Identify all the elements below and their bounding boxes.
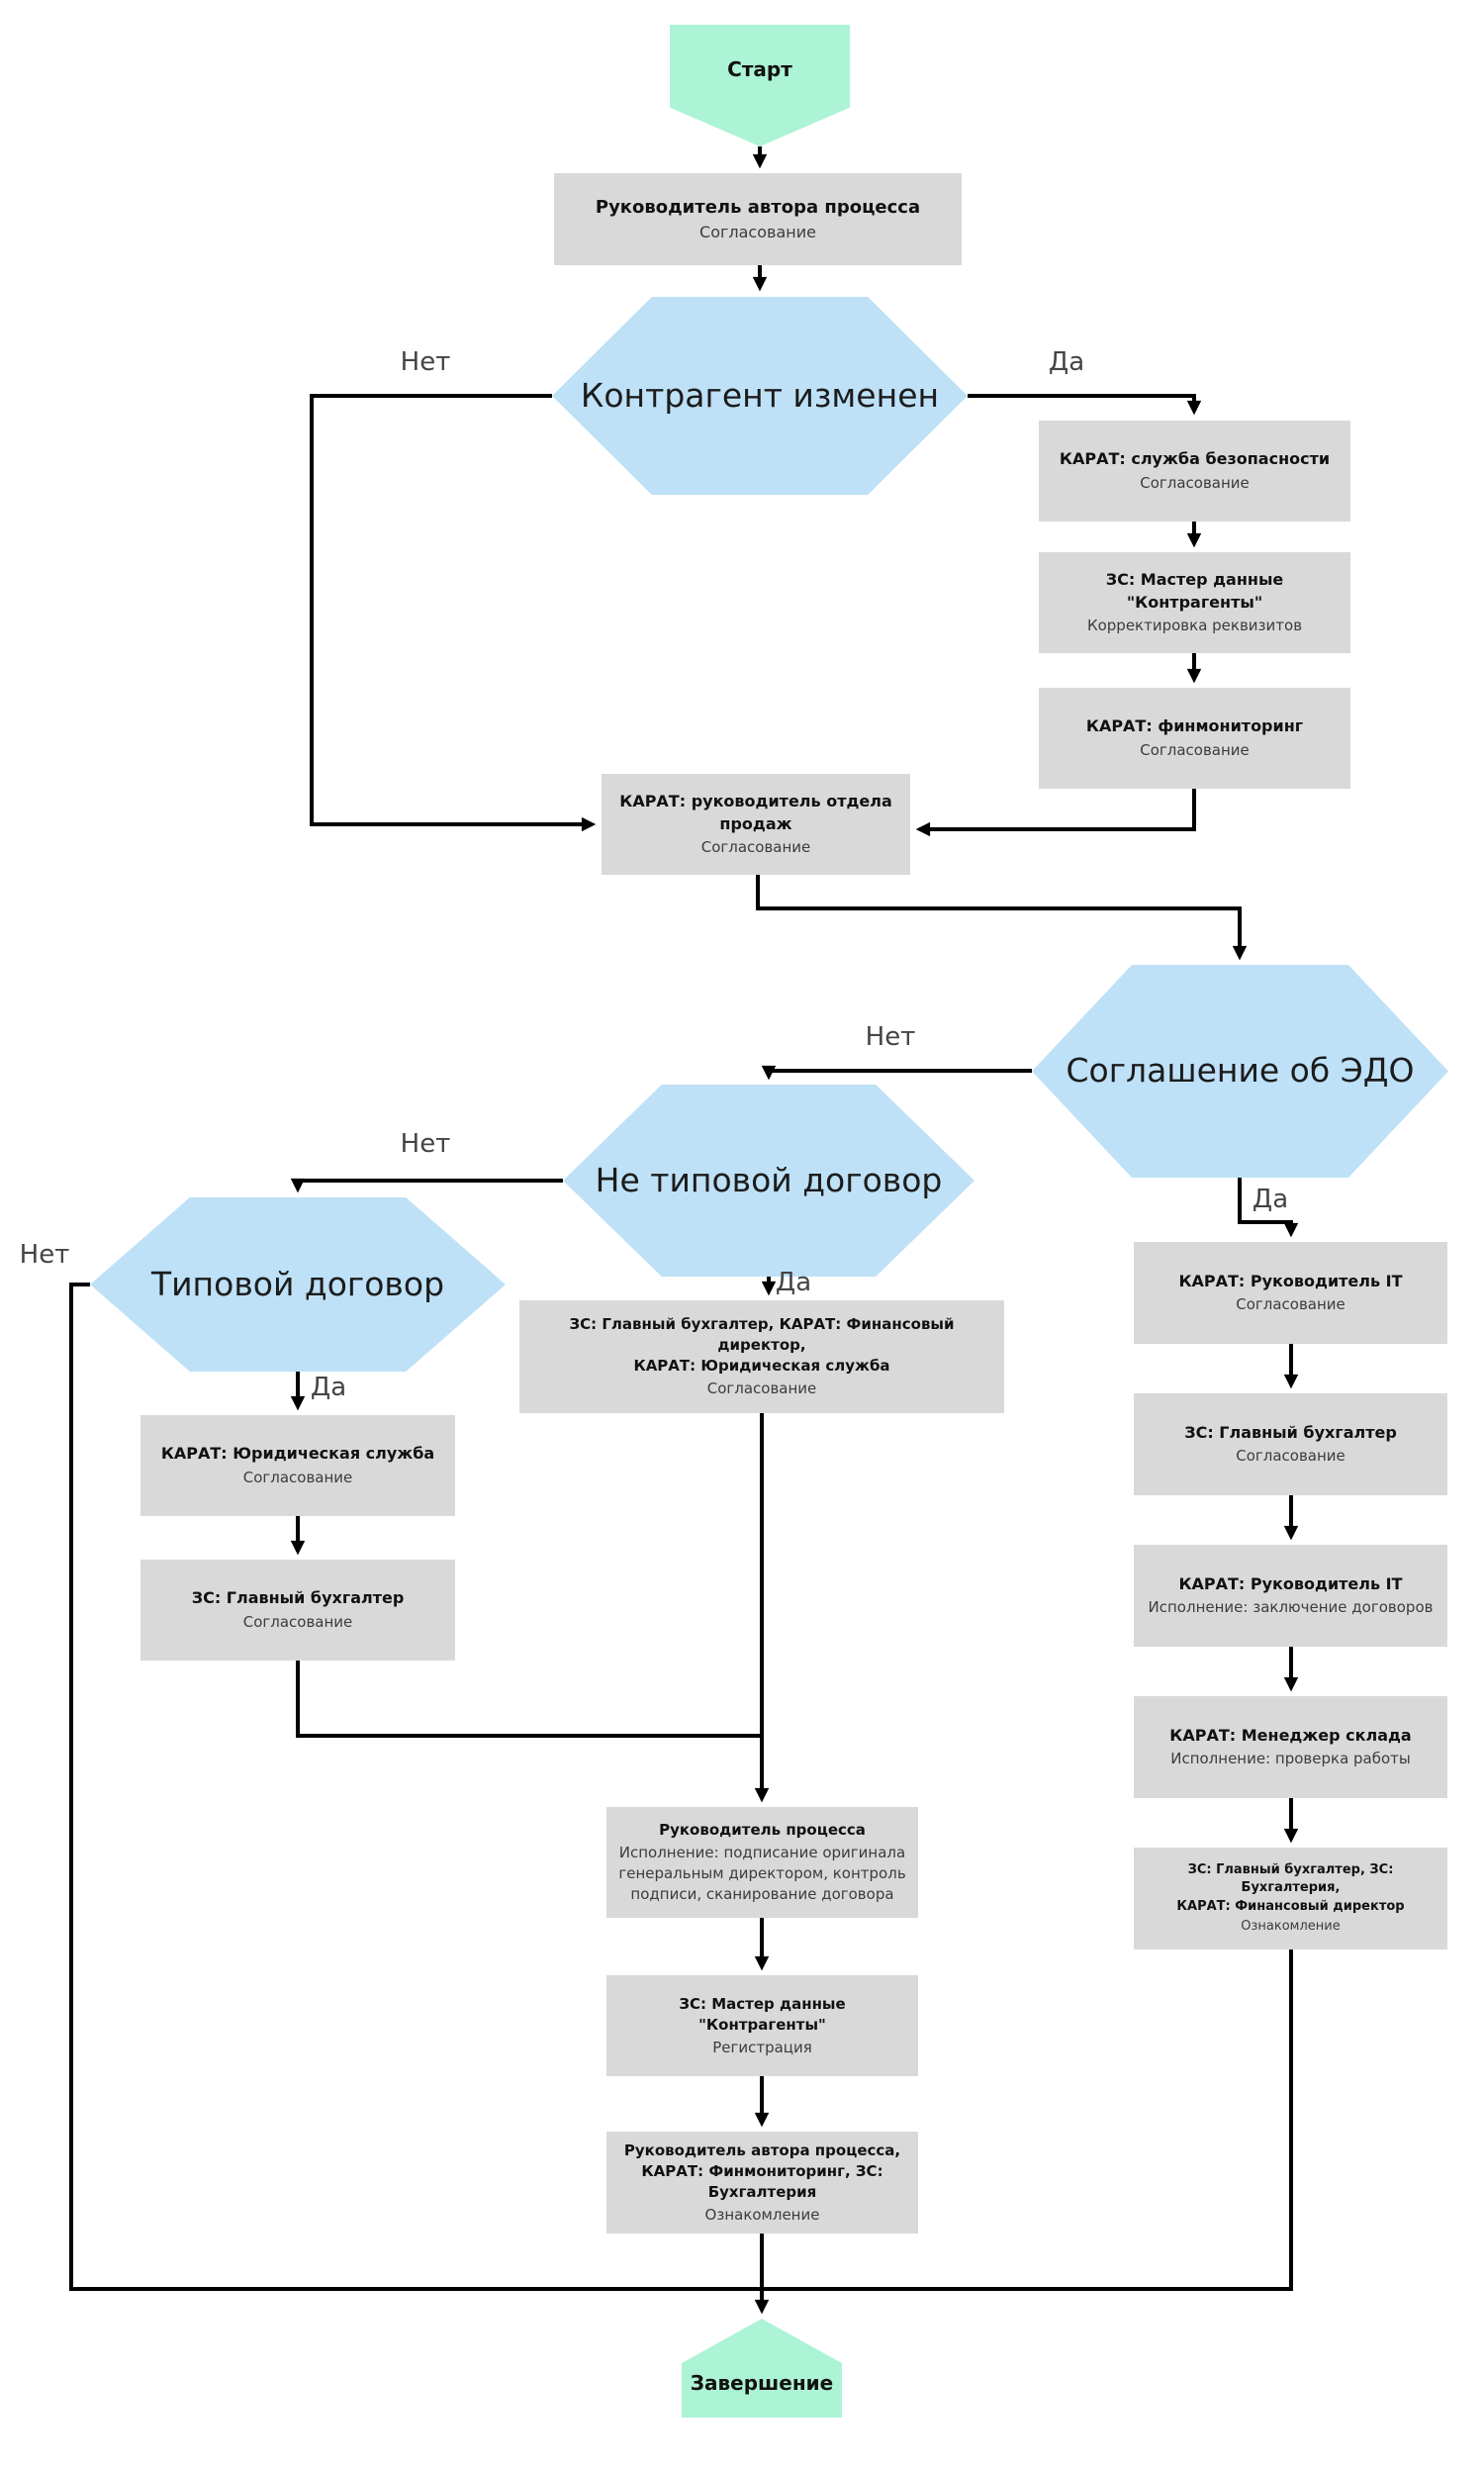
- node-title: ЗС: Главный бухгалтер: [1184, 1422, 1397, 1442]
- edge-sales-head-to-edo: [756, 875, 1248, 961]
- edge-label-contragent-no: Нет: [400, 347, 451, 377]
- node-subtitle: Ознакомление: [1241, 1918, 1341, 1934]
- node-it-head-approval[interactable]: КАРАТ: Руководитель IT Согласование: [1134, 1242, 1447, 1344]
- edge-non-typical-no-to-typical: [290, 1178, 563, 1193]
- node-subtitle: Согласование: [242, 1468, 353, 1486]
- node-acquaintance-right[interactable]: ЗС: Главный бухгалтер, ЗС: Бухгалтерия, …: [1134, 1848, 1447, 1950]
- decision-label: Соглашение об ЭДО: [1066, 1051, 1415, 1091]
- node-process-head[interactable]: Руководитель процесса Исполнение: подпис…: [606, 1807, 918, 1918]
- node-joint-approval[interactable]: ЗС: Главный бухгалтер, КАРАТ: Финансовый…: [519, 1300, 1004, 1413]
- start-label: Старт: [727, 56, 792, 81]
- node-subtitle: Ознакомление: [704, 2205, 820, 2224]
- node-subtitle: Регистрация: [712, 2038, 812, 2056]
- edge-contragent-no-to-sales-head: [310, 394, 597, 832]
- decision-label: Типовой договор: [150, 1264, 445, 1303]
- decision-label: Не типовой договор: [595, 1160, 943, 1199]
- node-decision-non-typical[interactable]: Не типовой договор: [563, 1085, 974, 1277]
- node-title: КАРАТ: финмониторинг: [1085, 716, 1304, 736]
- edge-label-typical-yes: Да: [310, 1373, 347, 1402]
- node-subtitle: Исполнение: проверка работы: [1170, 1750, 1411, 1768]
- node-subtitle: Согласование: [700, 837, 811, 856]
- node-title: КАРАТ: Руководитель IT: [1178, 1573, 1403, 1593]
- node-title: КАРАТ: Руководитель IT: [1178, 1271, 1403, 1290]
- node-acquaintance-center[interactable]: Руководитель автора процесса, КАРАТ: Фин…: [606, 2132, 918, 2234]
- node-title: КАРАТ: руководитель отдела продаж: [619, 792, 892, 833]
- node-subtitle: Согласование: [1140, 740, 1250, 759]
- node-title: ЗС: Мастер данные "Контрагенты": [679, 1994, 846, 2034]
- edge-contragent-yes-to-security: [968, 394, 1202, 416]
- node-decision-edo[interactable]: Соглашение об ЭДО: [1032, 965, 1448, 1178]
- edge-edo-yes-to-it-head: [1238, 1178, 1299, 1238]
- node-subtitle: Согласование: [706, 1380, 817, 1397]
- node-author-head[interactable]: Руководитель автора процесса Согласовани…: [554, 173, 962, 265]
- node-subtitle: Исполнение: заключение договоров: [1148, 1598, 1434, 1617]
- node-title: Руководитель процесса: [659, 1821, 866, 1839]
- node-title: ЗС: Мастер данные "Контрагенты": [1105, 570, 1284, 612]
- node-subtitle: Согласование: [1236, 1295, 1345, 1314]
- edge-chief-accountant-left-join: [296, 1661, 762, 1738]
- node-chief-accountant-right[interactable]: ЗС: Главный бухгалтер Согласование: [1134, 1393, 1447, 1495]
- node-title: КАРАТ: Юридическая служба: [160, 1444, 435, 1464]
- edge-label-typical-no: Нет: [19, 1240, 70, 1270]
- node-warehouse-manager[interactable]: КАРАТ: Менеджер склада Исполнение: прове…: [1134, 1696, 1447, 1798]
- edge-edo-no-to-non-typical: [761, 1065, 1032, 1081]
- node-finmonitoring[interactable]: КАРАТ: финмониторинг Согласование: [1039, 688, 1350, 789]
- edge-label-contragent-yes: Да: [1048, 347, 1085, 377]
- node-subtitle: Исполнение: подписание оригинала генерал…: [618, 1844, 906, 1903]
- node-security[interactable]: КАРАТ: служба безопасности Согласование: [1039, 421, 1350, 522]
- node-subtitle: Согласование: [242, 1612, 353, 1631]
- node-legal[interactable]: КАРАТ: Юридическая служба Согласование: [140, 1415, 455, 1516]
- node-title: Руководитель автора процесса, КАРАТ: Фин…: [623, 2141, 901, 2201]
- node-master-data-reg[interactable]: ЗС: Мастер данные "Контрагенты" Регистра…: [606, 1975, 918, 2076]
- edge-label-edo-yes: Да: [1252, 1185, 1289, 1214]
- node-decision-contragent[interactable]: Контрагент изменен: [552, 297, 968, 495]
- edge-finmonitoring-to-sales-head: [915, 789, 1196, 837]
- node-title: Руководитель автора процесса: [595, 196, 921, 218]
- node-chief-accountant-left[interactable]: ЗС: Главный бухгалтер Согласование: [140, 1560, 455, 1661]
- node-subtitle: Корректировка реквизитов: [1086, 616, 1303, 634]
- node-title: КАРАТ: служба безопасности: [1059, 449, 1331, 469]
- node-sales-head[interactable]: КАРАТ: руководитель отдела продаж Соглас…: [602, 774, 910, 875]
- edge-label-non-typical-yes: Да: [775, 1268, 812, 1297]
- node-title: ЗС: Главный бухгалтер: [191, 1588, 405, 1608]
- node-title: КАРАТ: Менеджер склада: [1169, 1725, 1412, 1745]
- node-it-head-execution[interactable]: КАРАТ: Руководитель IT Исполнение: заклю…: [1134, 1545, 1447, 1647]
- node-title: ЗС: Главный бухгалтер, ЗС: Бухгалтерия, …: [1176, 1862, 1405, 1914]
- edge-typical-no-down: [69, 1283, 90, 2289]
- node-decision-typical[interactable]: Типовой договор: [90, 1197, 506, 1372]
- end-label: Завершение: [690, 2371, 834, 2395]
- node-subtitle: Согласование: [699, 222, 816, 241]
- node-title: ЗС: Главный бухгалтер, КАРАТ: Финансовый…: [569, 1315, 955, 1375]
- node-master-data-fix[interactable]: ЗС: Мастер данные "Контрагенты" Корректи…: [1039, 552, 1350, 653]
- decision-label: Контрагент изменен: [580, 375, 940, 415]
- edge-label-edo-no: Нет: [865, 1022, 916, 1052]
- node-subtitle: Согласование: [1236, 1447, 1345, 1466]
- node-subtitle: Согласование: [1140, 473, 1250, 492]
- edge-label-non-typical-no: Нет: [400, 1129, 451, 1159]
